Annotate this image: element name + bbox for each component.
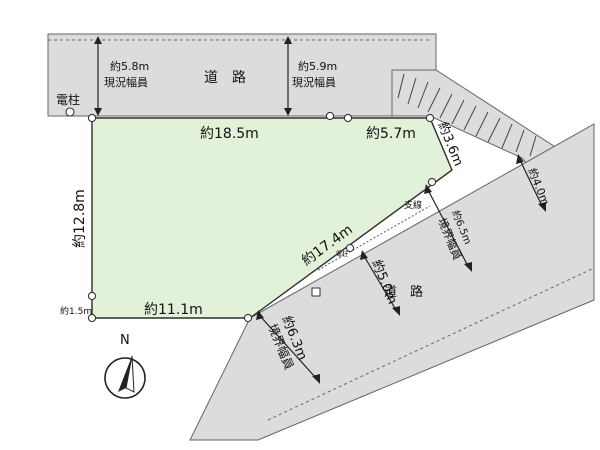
corner-post	[87, 313, 97, 323]
side-top-label: 約18.5m	[200, 126, 259, 142]
corner-post	[427, 177, 437, 187]
top-width-right-value: 約5.9m	[298, 59, 337, 73]
lower-road	[189, 123, 595, 441]
corner-post	[243, 313, 253, 323]
lower-road-name: 道 路	[384, 284, 423, 300]
corner-post	[345, 243, 355, 253]
pole-small-label: 電柱	[336, 250, 348, 258]
utility-pole-marker	[65, 107, 75, 117]
top-road-name: 道 路	[204, 70, 246, 86]
top-width-right-arrow	[284, 36, 292, 116]
left-small-label: 約1.5m	[60, 305, 92, 317]
stairs-hatching	[397, 73, 537, 157]
lower-width-63-arrow	[256, 310, 320, 384]
pole-base-square	[311, 287, 321, 297]
top-width-left-arrow	[94, 36, 102, 116]
support-wire-label: 支線	[404, 199, 422, 211]
side-top-right-label: 約5.7m	[366, 126, 416, 142]
side-bottom-label: 約11.1m	[144, 302, 203, 318]
compass-north-icon: N	[104, 333, 146, 399]
top-width-left-caption: 現況幅員	[104, 75, 148, 89]
support-wire-line	[317, 205, 431, 271]
lower-width-50-arrow	[360, 250, 400, 316]
corner-post	[343, 113, 353, 123]
lower-width-65-arrow	[424, 184, 472, 272]
top-width-right-caption: 現況幅員	[292, 75, 336, 89]
corner-post	[87, 113, 97, 123]
north-label: N	[120, 333, 130, 348]
corner-post	[87, 291, 97, 301]
corner-post	[425, 113, 435, 123]
corner-post	[325, 111, 335, 121]
lower-width-40-arrow	[516, 154, 546, 212]
utility-pole-label: 電柱	[56, 92, 80, 107]
top-width-left-value: 約5.8m	[110, 59, 149, 73]
side-left-label: 約12.8m	[72, 189, 88, 248]
